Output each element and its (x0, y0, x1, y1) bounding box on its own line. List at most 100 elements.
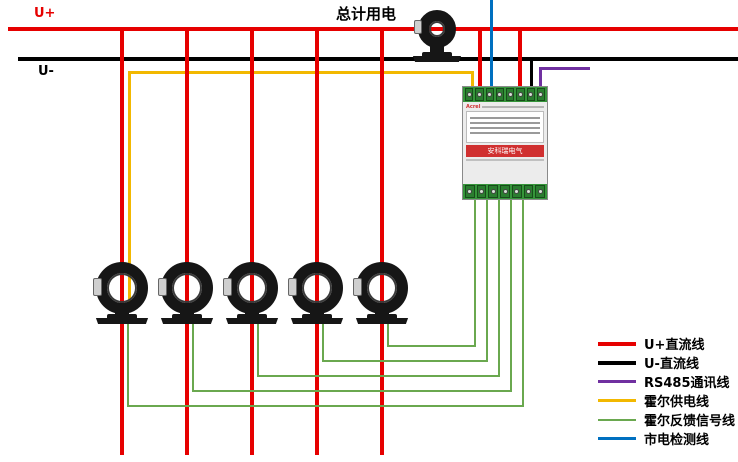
wire-feedback1-rise (522, 200, 524, 407)
screw-icon (537, 189, 543, 194)
wire-feedback2-drop (192, 322, 194, 392)
wire-load5-dc (380, 27, 384, 455)
wire-mains-detect (490, 0, 493, 88)
legend-swatch (598, 399, 636, 402)
wire-feedback5-drop (387, 322, 389, 347)
legend-item-uminus: U-直流线 (598, 353, 735, 372)
terminal (536, 88, 545, 101)
sensor-ring-icon (96, 262, 148, 314)
wire-rs485-horiz (539, 67, 590, 70)
wire-feedback3-rise (498, 200, 500, 377)
wire-load4-dc (315, 27, 319, 455)
screw-icon (490, 189, 496, 194)
wire-hall-power-to-device (471, 71, 474, 87)
u-plus-label: U+ (34, 6, 56, 21)
terminal (500, 185, 510, 198)
screw-icon (507, 92, 513, 97)
hall-sensor-1 (93, 262, 150, 324)
hall-sensor-2 (158, 262, 215, 324)
legend-item-uplus: U+直流线 (598, 334, 735, 353)
wire-device-uminus (530, 57, 533, 88)
wire-hall-power-bus (128, 71, 474, 74)
wire-load2-dc (185, 27, 189, 455)
legend-label: 霍尔供电线 (644, 395, 710, 410)
sensor-latch-icon (288, 278, 297, 296)
legend-item-hall-feedback: 霍尔反馈信号线 (598, 410, 735, 429)
sensor-base (302, 314, 332, 324)
wire-feedback2-rise (510, 200, 512, 392)
wire-feedback4-run (322, 360, 488, 362)
device-brand-logo: Acrel (466, 104, 481, 110)
sensor-neck (180, 308, 194, 316)
screw-icon (497, 92, 503, 97)
terminal (511, 185, 522, 198)
terminal (526, 88, 535, 101)
terminal (495, 88, 504, 101)
main-ct-sensor (412, 8, 462, 66)
device-faceplate: Acrel 安科瑞电气 (463, 102, 547, 184)
wire-feedback2-run (192, 390, 512, 392)
terminal (485, 88, 494, 101)
sensor-latch-icon (223, 278, 232, 296)
sensor-foot-left (225, 318, 243, 324)
ct-ring-icon (418, 10, 456, 48)
legend-item-mains-detect: 市电检测线 (598, 429, 735, 448)
sensor-neck (310, 308, 324, 316)
sensor-neck (245, 308, 259, 316)
legend-item-hall-power: 霍尔供电线 (598, 391, 735, 410)
sensor-ring-icon (226, 262, 278, 314)
wire-feedback1-run (127, 405, 524, 407)
wire-feedback3-run (257, 375, 500, 377)
device-name-band: 安科瑞电气 (466, 145, 544, 157)
sensor-base (367, 314, 397, 324)
wire-feedback4-rise (486, 200, 488, 362)
device-microtext (482, 106, 544, 108)
screw-icon (514, 189, 520, 194)
sensor-ring-icon (161, 262, 213, 314)
wire-feedback1-drop (127, 322, 129, 407)
screw-icon (476, 92, 482, 97)
wire-feedback3-drop (257, 322, 259, 377)
ct-foot-right (446, 56, 462, 62)
legend-label: RS485通讯线 (644, 376, 730, 391)
sensor-foot-left (95, 318, 113, 324)
sensor-base (237, 314, 267, 324)
sensor-base (172, 314, 202, 324)
sensor-foot-right (326, 318, 344, 324)
screw-icon (466, 92, 472, 97)
screw-icon (528, 92, 534, 97)
wire-rs485-vert (539, 67, 542, 88)
ct-base (422, 52, 452, 62)
device-spec-panel (466, 111, 544, 143)
ct-neck (430, 46, 444, 52)
screw-icon (517, 92, 523, 97)
terminal (475, 88, 484, 101)
screw-icon (538, 92, 544, 97)
wire-feedback4-drop (322, 322, 324, 362)
sensor-foot-left (160, 318, 178, 324)
screw-icon (502, 189, 508, 194)
screw-icon (525, 189, 531, 194)
terminal (476, 185, 487, 198)
legend-label: 霍尔反馈信号线 (644, 414, 736, 429)
legend: U+直流线 U-直流线 RS485通讯线 霍尔供电线 霍尔反馈信号线 市电检测线 (598, 334, 735, 448)
hall-sensor-4 (288, 262, 345, 324)
terminal (488, 185, 499, 198)
sensor-latch-icon (158, 278, 167, 296)
screw-icon (479, 189, 485, 194)
sensor-ring-icon (356, 262, 408, 314)
device-microtext-bottom (466, 159, 544, 161)
wire-feedback5-run (387, 345, 476, 347)
legend-swatch (598, 380, 636, 383)
wire-u-minus-bus (18, 57, 738, 61)
device-bottom-terminals (463, 184, 547, 199)
legend-swatch (598, 437, 636, 440)
wire-feedback5-rise (474, 200, 476, 347)
legend-swatch (598, 341, 636, 346)
legend-label: U-直流线 (644, 357, 699, 372)
wire-load1-dc (120, 27, 124, 455)
wire-load3-dc (250, 27, 254, 455)
sensor-foot-right (131, 318, 149, 324)
legend-label: 市电检测线 (644, 433, 710, 448)
